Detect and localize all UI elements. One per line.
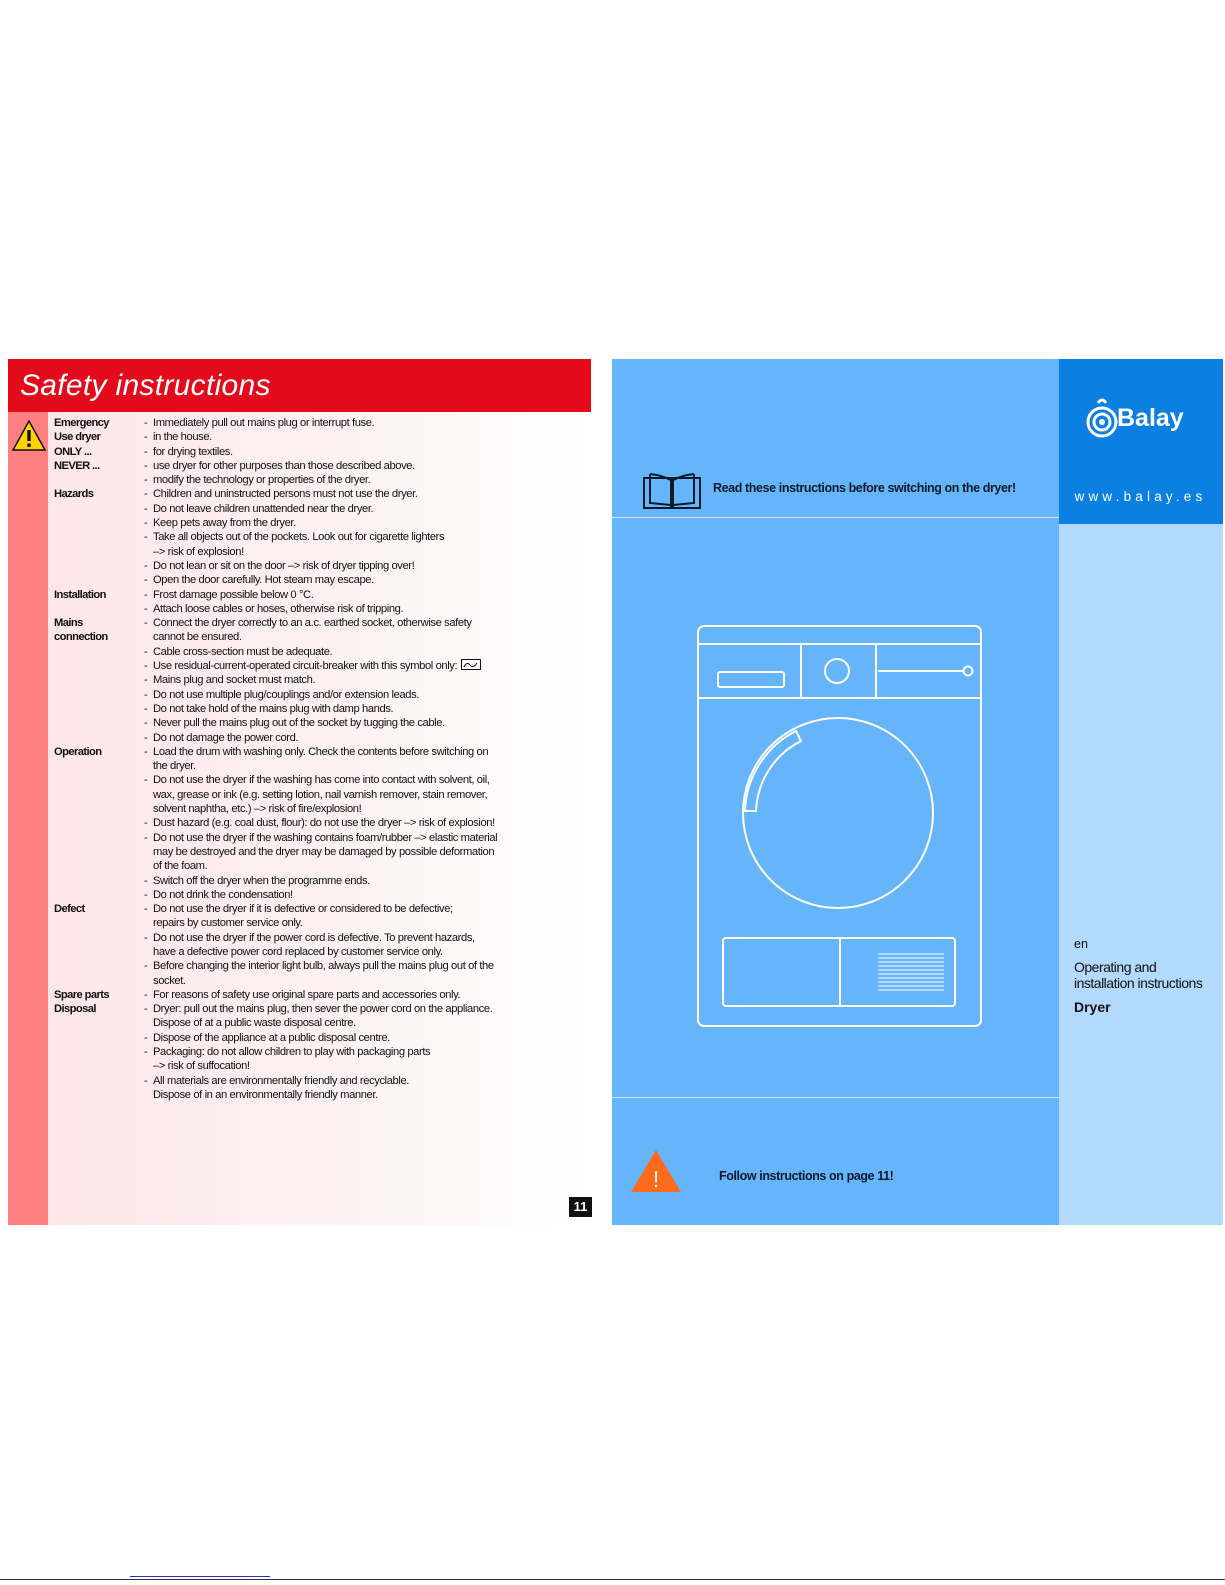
divider <box>612 517 1059 518</box>
language-code: en <box>1074 937 1088 951</box>
entry-items: Connect the dryer correctly to an a.c. e… <box>144 616 589 745</box>
entry-item: Do not leave children unattended near th… <box>144 502 589 517</box>
entry-item: Load the drum with washing only. Check t… <box>144 745 589 774</box>
entry-label: Defect <box>54 903 85 916</box>
entry-item: Dryer: pull out the mains plug, then sev… <box>144 1002 589 1031</box>
entry-label: Emergency <box>54 417 110 429</box>
entry-item: Do not use the dryer if the washing cont… <box>144 831 589 874</box>
entry-item: Switch off the dryer when the programme … <box>144 874 589 889</box>
page-header: Safety instructions <box>8 359 591 412</box>
entry-item: Take all objects out of the pockets. Loo… <box>144 530 589 559</box>
entry-item: Children and uninstructed persons must n… <box>144 487 589 502</box>
entry-item: Do not damage the power cord. <box>144 731 589 746</box>
product-name: Dryer <box>1074 999 1111 1015</box>
entry-label: Operation <box>54 745 102 758</box>
footer-link-underline[interactable] <box>130 1576 270 1577</box>
safety-instructions-page: Safety instructions Emergency Immediately… <box>8 359 592 1225</box>
safety-entry: Emergency Immediately pull out mains plug… <box>54 416 589 431</box>
entry-item: Frost damage possible below 0 °C. <box>144 588 589 603</box>
entry-item: Before changing the interior light bulb,… <box>144 959 589 988</box>
safety-list: Emergency Immediately pull out mains plug… <box>54 416 589 1102</box>
open-book-icon <box>643 473 701 509</box>
entry-items: use dryer for other purposes than those … <box>144 459 589 488</box>
entry-item: Open the door carefully. Hot steam may e… <box>144 573 589 588</box>
entry-item: in the house. <box>144 430 589 445</box>
safety-entry: Disposal Dryer: pull out the mains plug, … <box>54 1002 589 1102</box>
entry-items: For reasons of safety use original spare… <box>144 988 589 1003</box>
safety-entry: Installation Frost damage possible below … <box>54 588 589 617</box>
rcd-symbol-icon <box>461 659 482 671</box>
entry-label: Hazards <box>54 488 94 501</box>
dryer-illustration <box>697 625 982 1027</box>
entry-item: Use residual-current-operated circuit-br… <box>144 659 589 674</box>
entry-item: Do not take hold of the mains plug with … <box>144 702 589 717</box>
entry-items: Children and uninstructed persons must n… <box>144 487 589 587</box>
caution-symbol: ! <box>653 1167 659 1192</box>
safety-entry: Operation Load the drum with washing only… <box>54 745 589 903</box>
entry-items: in the house.for drying textiles. <box>144 430 589 459</box>
entry-item: use dryer for other purposes than those … <box>144 459 589 474</box>
entry-item: Do not use the dryer if it is defective … <box>144 902 589 931</box>
entry-item: Packaging: do not allow children to play… <box>144 1045 589 1074</box>
entry-label: Use dryer ONLY ... <box>54 431 101 458</box>
footer-rule <box>0 1579 1225 1580</box>
entry-label: Installation <box>54 588 106 601</box>
safety-entry: Spare parts For reasons of safety use ori… <box>54 988 589 1003</box>
page-title: Safety instructions <box>20 369 271 402</box>
entry-item: Keep pets away from the dryer. <box>144 516 589 531</box>
entry-item: For reasons of safety use original spare… <box>144 988 589 1003</box>
entry-item: Do not lean or sit on the door –> risk o… <box>144 559 589 574</box>
entry-item: Connect the dryer correctly to an a.c. e… <box>144 616 589 645</box>
side-strip <box>8 412 48 1225</box>
entry-item: Do not use the dryer if the washing has … <box>144 773 589 816</box>
entry-item: Immediately pull out mains plug or inter… <box>144 416 589 431</box>
safety-entry: Use dryer ONLY ... in the house.for dryin… <box>54 430 589 459</box>
entry-item: Do not drink the condensation! <box>144 888 589 903</box>
safety-entry: NEVER ... use dryer for other purposes th… <box>54 459 589 488</box>
safety-entry: Hazards Children and uninstructed persons… <box>54 487 589 587</box>
safety-entry: Mains connection Connect the dryer correc… <box>54 616 589 745</box>
follow-instructions-note: Follow instructions on page 11! <box>719 1169 894 1183</box>
warning-triangle-icon <box>11 419 47 451</box>
entry-label: Spare parts <box>54 988 110 1001</box>
caution-triangle-icon: ! <box>631 1150 681 1192</box>
website: www.balay.es <box>1074 489 1207 504</box>
entry-item: All materials are environmentally friend… <box>144 1074 589 1103</box>
entry-item: modify the technology or properties of t… <box>144 473 589 488</box>
balay-logo-icon <box>1086 398 1118 438</box>
brand-box <box>1059 359 1223 524</box>
entry-items: Frost damage possible below 0 °C.Attach … <box>144 588 589 617</box>
entry-item: Dispose of the appliance at a public dis… <box>144 1031 589 1046</box>
entry-item: Dust hazard (e.g. coal dust, flour): do … <box>144 816 589 831</box>
entry-item: Never pull the mains plug out of the soc… <box>144 716 589 731</box>
entry-items: Dryer: pull out the mains plug, then sev… <box>144 1002 589 1102</box>
entry-label: Mains connection <box>54 617 108 644</box>
entry-item: Do not use the dryer if the power cord i… <box>144 931 589 960</box>
entry-label: Disposal <box>54 1003 96 1016</box>
entry-item: Mains plug and socket must match. <box>144 673 589 688</box>
cover-page: Read these instructions before switching… <box>612 359 1223 1225</box>
entry-item: Cable cross-section must be adequate. <box>144 645 589 660</box>
safety-entry: Defect Do not use the dryer if it is defe… <box>54 902 589 988</box>
divider <box>612 1097 1059 1098</box>
entry-label: NEVER ... <box>54 459 100 472</box>
entry-item: Attach loose cables or hoses, otherwise … <box>144 602 589 617</box>
entry-items: Immediately pull out mains plug or inter… <box>144 416 589 431</box>
entry-item: Do not use multiple plug/couplings and/o… <box>144 688 589 703</box>
entry-item: for drying textiles. <box>144 445 589 460</box>
read-instructions-note: Read these instructions before switching… <box>713 481 1016 495</box>
document-type: Operating and installation instructions <box>1074 959 1203 991</box>
entry-items: Load the drum with washing only. Check t… <box>144 745 589 903</box>
page-number: 11 <box>569 1197 592 1217</box>
brand-name: Balay <box>1117 404 1184 432</box>
entry-items: Do not use the dryer if it is defective … <box>144 902 589 988</box>
